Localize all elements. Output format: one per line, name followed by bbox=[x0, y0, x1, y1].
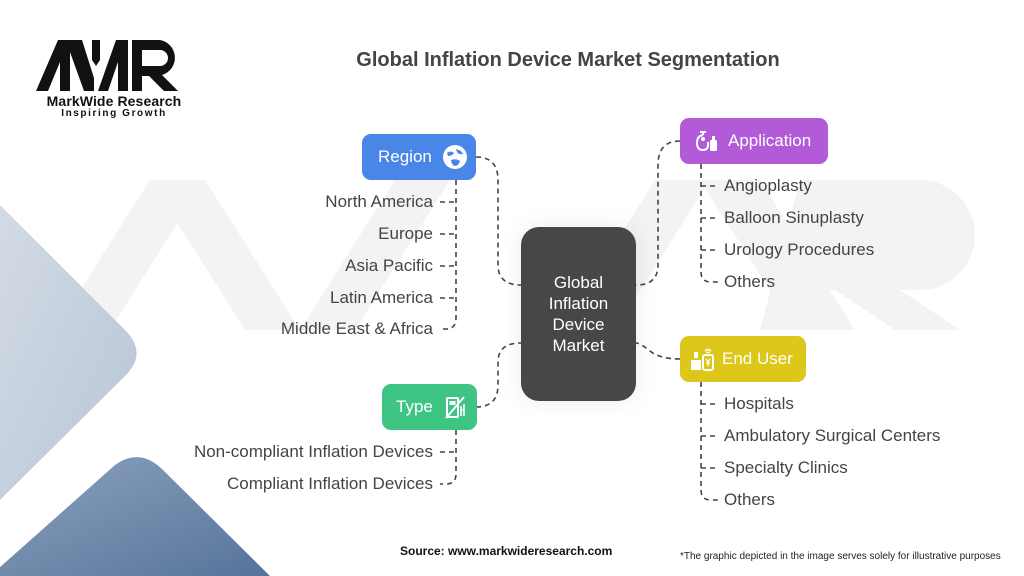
user-payment-icon bbox=[691, 348, 714, 371]
end-user-item: Specialty Clinics bbox=[724, 458, 848, 477]
region-item: Asia Pacific bbox=[345, 256, 433, 275]
end-user-item: Hospitals bbox=[724, 394, 794, 413]
application-item: Urology Procedures bbox=[724, 240, 875, 259]
segment-type-label: Type bbox=[396, 397, 433, 416]
page-title: Global Inflation Device Market Segmentat… bbox=[356, 49, 780, 71]
markwide-logo-icon bbox=[36, 40, 178, 91]
region-item: Latin America bbox=[330, 288, 433, 307]
region-item: Europe bbox=[378, 224, 433, 243]
center-node-global-inflation-device-market: Global Inflation Device Market bbox=[521, 227, 636, 401]
fuel-pump-icon bbox=[445, 396, 465, 419]
center-node-line: Market bbox=[552, 336, 605, 355]
center-node-line: Global bbox=[553, 273, 604, 292]
segment-type-header: Type bbox=[382, 384, 477, 430]
brand-name: MarkWide Research bbox=[46, 93, 182, 109]
brand-tagline: Inspiring Growth bbox=[61, 108, 167, 119]
segment-application-header: Application bbox=[680, 118, 828, 164]
medical-device-icon bbox=[695, 131, 717, 152]
type-item: Non-compliant Inflation Devices bbox=[193, 442, 433, 461]
application-item: Balloon Sinuplasty bbox=[724, 208, 864, 227]
globe-icon bbox=[442, 145, 467, 169]
application-item: Angioplasty bbox=[724, 176, 812, 195]
end-user-item: Others bbox=[724, 490, 776, 509]
source-credit: Source: www.markwideresearch.com bbox=[400, 544, 613, 558]
type-item: Compliant Inflation Devices bbox=[227, 474, 433, 493]
region-item: North America bbox=[325, 192, 433, 211]
segment-end-user-label: End User bbox=[722, 349, 793, 368]
application-item: Others bbox=[724, 272, 776, 291]
end-user-item: Ambulatory Surgical Centers bbox=[724, 426, 941, 445]
segment-region-label: Region bbox=[378, 147, 432, 166]
center-node-line: Device bbox=[552, 315, 605, 334]
segment-application-label: Application bbox=[728, 131, 812, 150]
region-item: Middle East & Africa bbox=[280, 319, 433, 338]
segment-end-user-header: End User bbox=[680, 336, 806, 382]
disclaimer-note: *The graphic depicted in the image serve… bbox=[680, 551, 1001, 562]
segment-region-header: Region bbox=[362, 134, 476, 180]
center-node-line: Inflation bbox=[548, 294, 609, 313]
